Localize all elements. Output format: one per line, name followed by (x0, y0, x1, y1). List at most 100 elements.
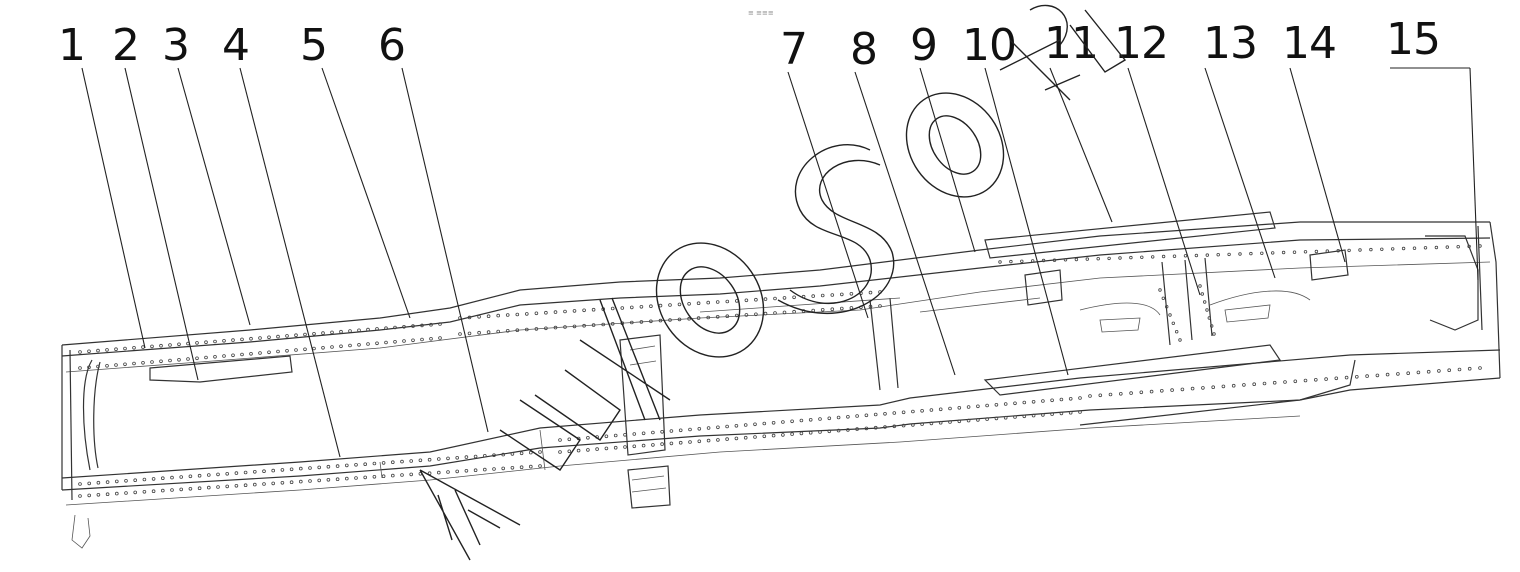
rivet-hole (1205, 308, 1209, 312)
rivet-hole (706, 438, 711, 443)
rivet-hole (519, 465, 524, 470)
rivet-hole (938, 407, 943, 412)
rivet-hole (901, 423, 906, 428)
rivet-hole (510, 452, 515, 456)
rivet-hole (883, 411, 887, 416)
rivet-hole (567, 437, 572, 442)
rivet-hole (623, 432, 627, 437)
rivet-hole (706, 315, 710, 320)
rivet-hole (743, 435, 748, 440)
rivet-hole (1401, 246, 1406, 251)
rivet-hole (604, 434, 609, 439)
rivet-hole (105, 480, 110, 484)
rivet-hole (1183, 254, 1188, 258)
rivet-hole (1078, 396, 1082, 400)
rivet-hole (697, 426, 702, 431)
rivet-hole (501, 466, 506, 471)
rivet-hole (582, 323, 586, 328)
rivet-hole (744, 298, 749, 303)
rivet-hole (285, 334, 289, 338)
rivet-hole (632, 432, 637, 436)
rivet-hole (240, 352, 244, 357)
rivet-hole (773, 296, 777, 301)
rivet-hole (1467, 366, 1472, 371)
rivet-hole (734, 423, 739, 428)
rivet-hole (446, 470, 450, 474)
rivet-hole (1050, 398, 1054, 403)
rivet-hole (133, 490, 138, 495)
rivet-hole (725, 299, 730, 304)
rivet-hole (363, 462, 368, 467)
rivet-hole (1416, 370, 1421, 375)
rivet-hole (613, 433, 618, 438)
rivet-hole (1030, 259, 1035, 263)
rivet-hole (1202, 300, 1207, 304)
rivet-hole (864, 426, 869, 431)
rivet-hole (582, 308, 586, 313)
rivet-hole (133, 478, 138, 483)
rivet-hole (1059, 411, 1064, 416)
rivet-hole (1262, 381, 1267, 386)
rivet-hole (372, 474, 377, 479)
rivet-hole (524, 327, 529, 332)
rivet-hole (105, 348, 109, 352)
rivet-hole (195, 341, 199, 345)
rivet-hole (553, 310, 558, 314)
rivet-hole (1347, 248, 1351, 253)
rivet-hole (1211, 385, 1215, 390)
rivet-hole (446, 456, 450, 461)
rivet-hole (1281, 250, 1286, 255)
rivet-hole (197, 473, 202, 478)
rivet-hole (409, 472, 414, 477)
rivet-hole (629, 305, 634, 310)
rivet-hole (818, 430, 822, 434)
rivet-hole (1041, 399, 1045, 403)
rivet-hole (78, 494, 82, 498)
rivet-hole (1149, 389, 1154, 394)
rivet-hole (688, 440, 692, 444)
rivet-hole (96, 364, 100, 369)
rivet-hole (308, 466, 312, 470)
rivet-hole (827, 416, 832, 421)
rivet-hole (402, 324, 406, 329)
rivet-hole (420, 337, 424, 342)
rivet-hole (715, 314, 720, 319)
callout-2: 2 (112, 20, 139, 71)
rivet-hole (1052, 258, 1057, 262)
rivet-hole (1059, 397, 1064, 402)
rivet-hole (267, 335, 271, 340)
rivet-hole (763, 311, 768, 316)
rivet-hole (400, 473, 404, 477)
rivet-hole (222, 354, 226, 358)
rivet-hole (1198, 284, 1202, 288)
rivet-hole (87, 493, 91, 498)
rivet-hole (591, 307, 596, 312)
rivet-hole (363, 475, 368, 480)
callout-numbers: 1 2 3 4 5 6 7 8 9 10 11 12 13 14 15 (58, 14, 1441, 75)
rivet-hole (1068, 396, 1073, 401)
rivet-hole (892, 411, 897, 415)
rivet-hole (792, 295, 796, 300)
rivet-hole (1139, 390, 1144, 395)
rivet-hole (1078, 410, 1082, 414)
rivet-hole (1171, 321, 1175, 325)
rivet-hole (473, 468, 478, 473)
rivet-hole (994, 416, 999, 421)
rivet-hole (1426, 369, 1431, 374)
rivet-hole (216, 485, 220, 489)
rivet-hole (651, 443, 655, 447)
leader-3 (177, 67, 251, 326)
rivet-hole (1129, 391, 1133, 395)
rivet-hole (1369, 247, 1373, 252)
rivet-hole (1216, 252, 1220, 257)
rivet-hole (878, 304, 882, 308)
rivet-hole (409, 459, 414, 463)
autosoft-watermark (419, 4, 1127, 561)
rivet-hole (1334, 376, 1339, 381)
rivet-hole (669, 441, 674, 446)
rivet-hole (381, 461, 386, 465)
rivet-hole (105, 363, 109, 368)
rivet-hole (1283, 380, 1287, 384)
rivet-hole (811, 294, 815, 298)
